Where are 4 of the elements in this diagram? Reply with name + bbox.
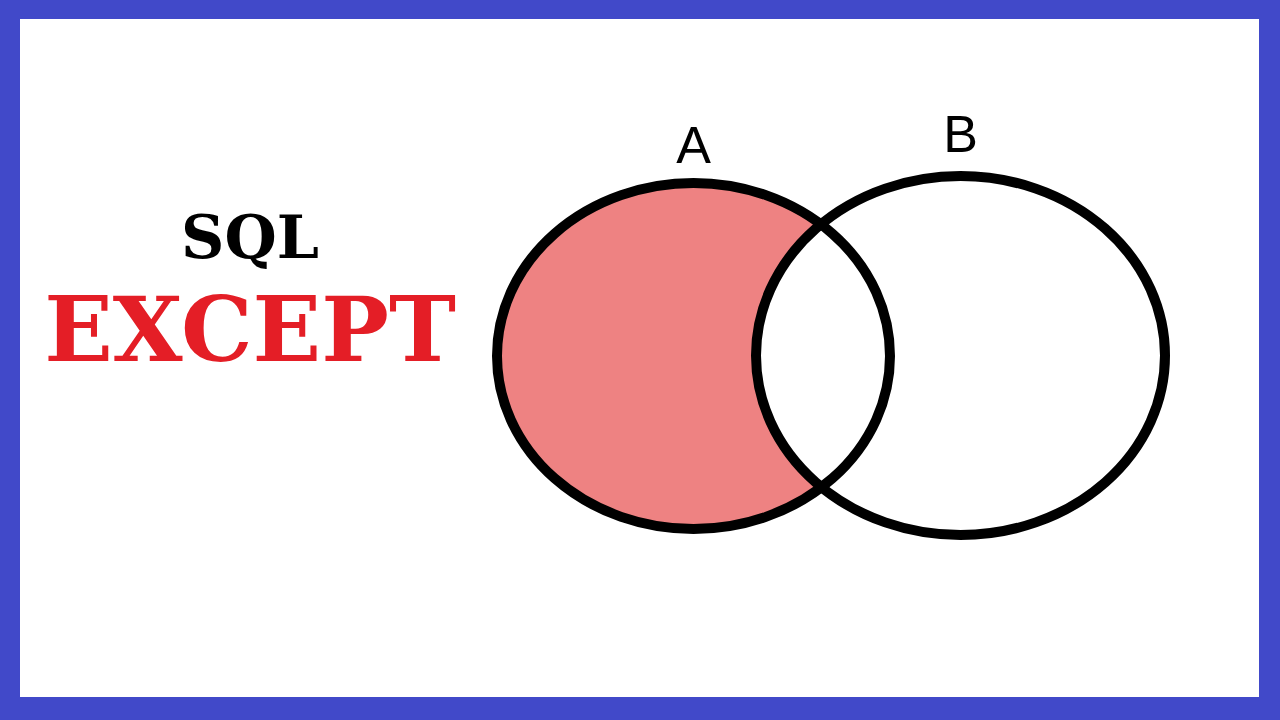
diagram-title: SQL: [180, 207, 320, 267]
set-label: A: [676, 119, 711, 171]
set-label: B: [943, 108, 978, 160]
operation-label: EXCEPT: [43, 284, 457, 374]
